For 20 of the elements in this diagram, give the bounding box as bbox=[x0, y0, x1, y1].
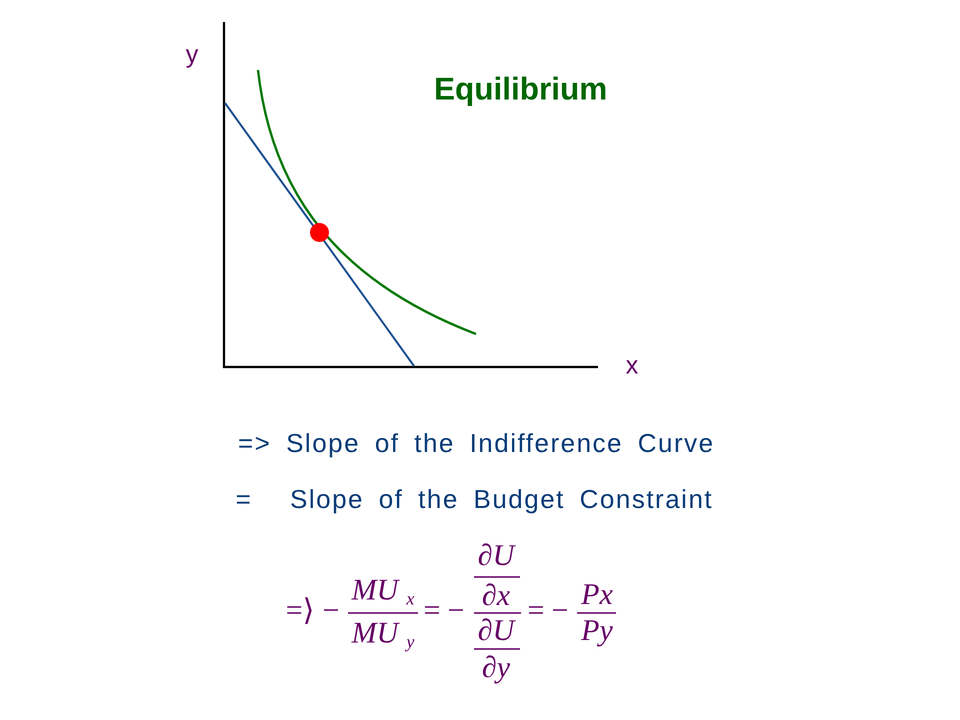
math-term: ∂U bbox=[478, 616, 514, 646]
math-symbol: = bbox=[424, 596, 440, 626]
math-term: ∂x bbox=[482, 581, 510, 611]
math-symbol: − bbox=[322, 596, 340, 626]
math-term: Py bbox=[581, 616, 613, 646]
equals-sign: = bbox=[236, 486, 252, 512]
axis-label: y bbox=[186, 42, 198, 68]
statement-text: Slope of the Budget Constraint bbox=[290, 486, 714, 512]
math-symbol: = bbox=[528, 596, 544, 626]
math-term: MU$_{y}$ bbox=[352, 618, 414, 654]
math-symbol: − bbox=[448, 596, 464, 626]
math-term: MU$_{x}$ bbox=[352, 576, 414, 610]
axis-label: x bbox=[626, 354, 638, 378]
statement-text: => Slope of the Indifference Curve bbox=[238, 430, 715, 456]
math-term: Px bbox=[581, 580, 613, 610]
math-term: ∂y bbox=[482, 653, 510, 683]
title: Equilibrium bbox=[434, 73, 608, 105]
math-symbol: − bbox=[552, 596, 568, 626]
math-term: ∂U bbox=[478, 541, 514, 571]
math-symbol: =⟩ bbox=[286, 596, 314, 626]
